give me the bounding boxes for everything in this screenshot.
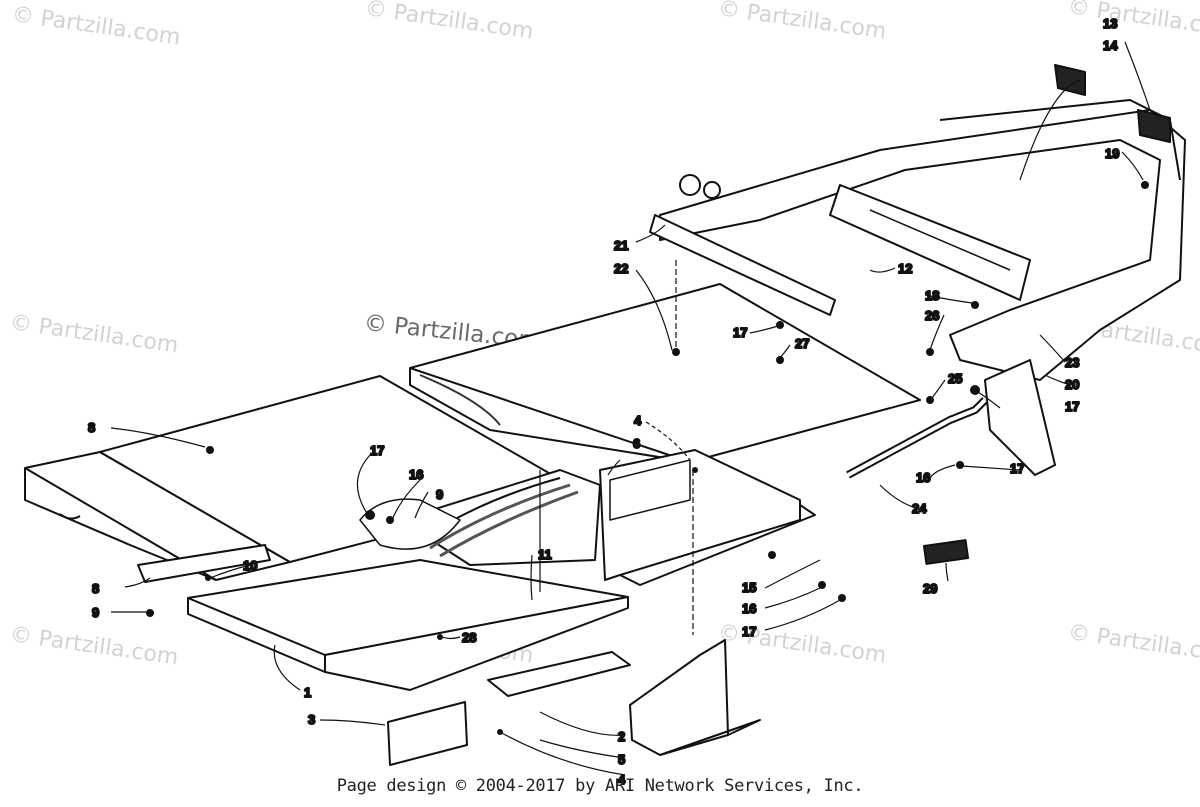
callout-4b: 4 xyxy=(618,772,626,787)
tunnel-cover-10 xyxy=(359,469,601,566)
spacer-bar-7 xyxy=(137,544,271,583)
callout-8b: 9 xyxy=(92,605,99,620)
callout-2: 2 xyxy=(618,729,625,744)
callout-8a: 8 xyxy=(88,420,95,435)
callout-16b: 16 xyxy=(916,470,930,485)
callout-17c: 17 xyxy=(1065,399,1079,414)
decal-29 xyxy=(922,539,970,565)
callout-16a: 16 xyxy=(409,467,423,482)
rear-bumper-frame xyxy=(649,99,1186,381)
callout-4a: 4 xyxy=(634,413,642,428)
callout-12: 12 xyxy=(898,261,912,276)
callout-26: 26 xyxy=(925,308,939,323)
callout-1: 1 xyxy=(304,685,311,700)
footer-copyright: Page design © 2004-2017 by ARI Network S… xyxy=(336,776,864,796)
callout-6: 6 xyxy=(633,436,640,451)
bracket-2 xyxy=(629,639,761,756)
callout-14: 14 xyxy=(1103,38,1118,53)
callout-18: 18 xyxy=(925,288,939,303)
callout-29: 29 xyxy=(923,581,937,596)
plate-3 xyxy=(387,701,468,766)
callout-22: 22 xyxy=(614,261,628,276)
callout-21: 21 xyxy=(614,238,628,253)
callout-15: 15 xyxy=(742,580,756,595)
callout-28: 28 xyxy=(462,630,476,645)
callout-10: 9 xyxy=(436,487,443,502)
pad-5 xyxy=(487,651,631,697)
callout-20: 20 xyxy=(1065,377,1079,392)
callout-16c: 16 xyxy=(742,601,756,616)
callout-11: 11 xyxy=(538,547,552,562)
callout-17d: 17 xyxy=(1010,461,1024,476)
callout-25: 25 xyxy=(948,371,962,386)
callout-3: 3 xyxy=(308,712,315,727)
callout-17e: 17 xyxy=(742,624,756,639)
callout-19: 19 xyxy=(1105,146,1119,161)
callout-13: 13 xyxy=(1103,16,1117,31)
callout-24: 24 xyxy=(912,501,927,516)
leader-lines xyxy=(110,41,1151,776)
callouts: 8 8 9 10 1 3 2 5 4 28 11 6 4 17 16 9 12 … xyxy=(87,15,1120,788)
callout-9: 10 xyxy=(243,558,257,573)
side-rail-6 xyxy=(599,449,816,586)
hitch-tube-24 xyxy=(846,397,988,479)
callout-27: 27 xyxy=(795,336,809,351)
rear-side-plate xyxy=(984,359,1056,476)
decal-13-14 xyxy=(1054,64,1171,143)
callout-23: 23 xyxy=(1065,355,1079,370)
callout-7: 8 xyxy=(92,581,99,596)
callout-17a: 17 xyxy=(370,443,384,458)
tunnel-panel xyxy=(409,283,921,463)
callout-17b: 17 xyxy=(733,325,747,340)
callout-5: 5 xyxy=(618,752,625,767)
